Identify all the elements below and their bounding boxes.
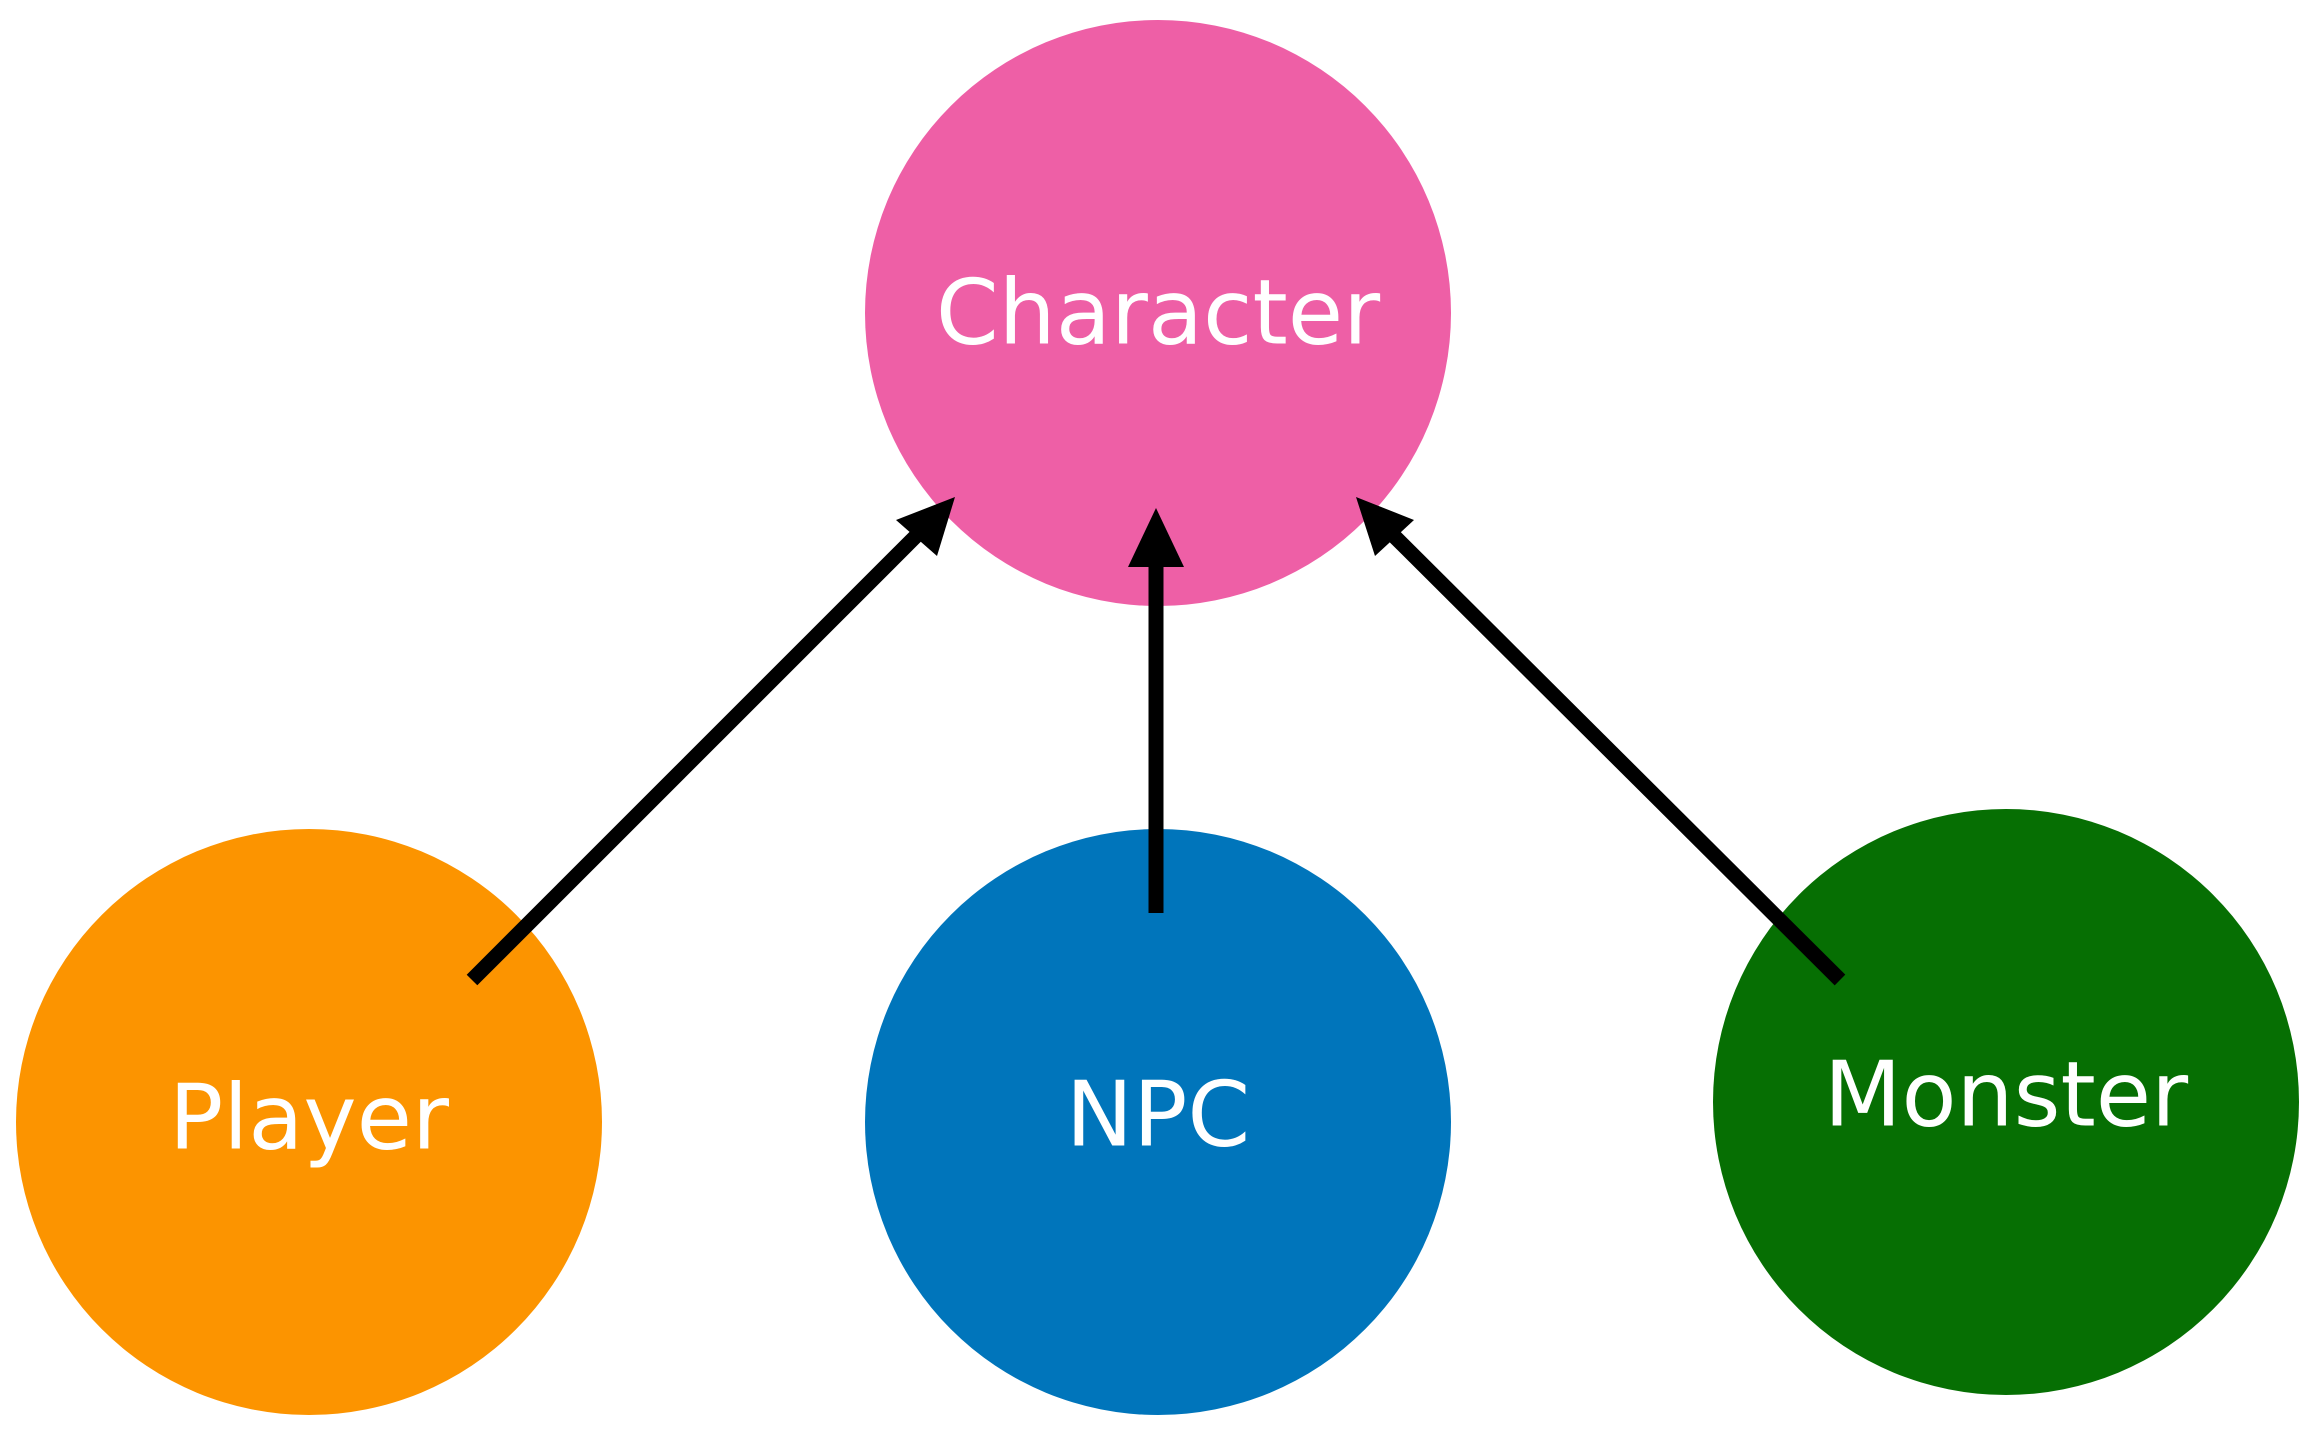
edge-player-to-character	[466, 497, 955, 986]
edge-player-to-character-arrowhead	[896, 497, 955, 556]
edge-npc-to-character	[1128, 508, 1184, 913]
node-npc-label: NPC	[1066, 1063, 1250, 1168]
node-player: Player	[16, 829, 602, 1415]
edge-monster-to-character	[1356, 497, 1846, 986]
node-character: Character	[865, 20, 1451, 606]
edge-player-to-character-line	[466, 526, 926, 986]
node-npc: NPC	[865, 829, 1451, 1415]
edge-npc-to-character-arrowhead	[1128, 508, 1184, 567]
node-character-circle	[865, 20, 1451, 606]
node-monster-circle	[1713, 809, 2299, 1395]
node-character-label: Character	[936, 261, 1380, 366]
edge-monster-to-character-line	[1384, 526, 1846, 986]
node-monster-label: Monster	[1824, 1043, 2188, 1148]
node-player-circle	[16, 829, 602, 1415]
node-monster: Monster	[1713, 809, 2299, 1395]
node-npc-circle	[865, 829, 1451, 1415]
node-player-label: Player	[169, 1066, 449, 1171]
edge-monster-to-character-arrowhead	[1356, 497, 1414, 556]
